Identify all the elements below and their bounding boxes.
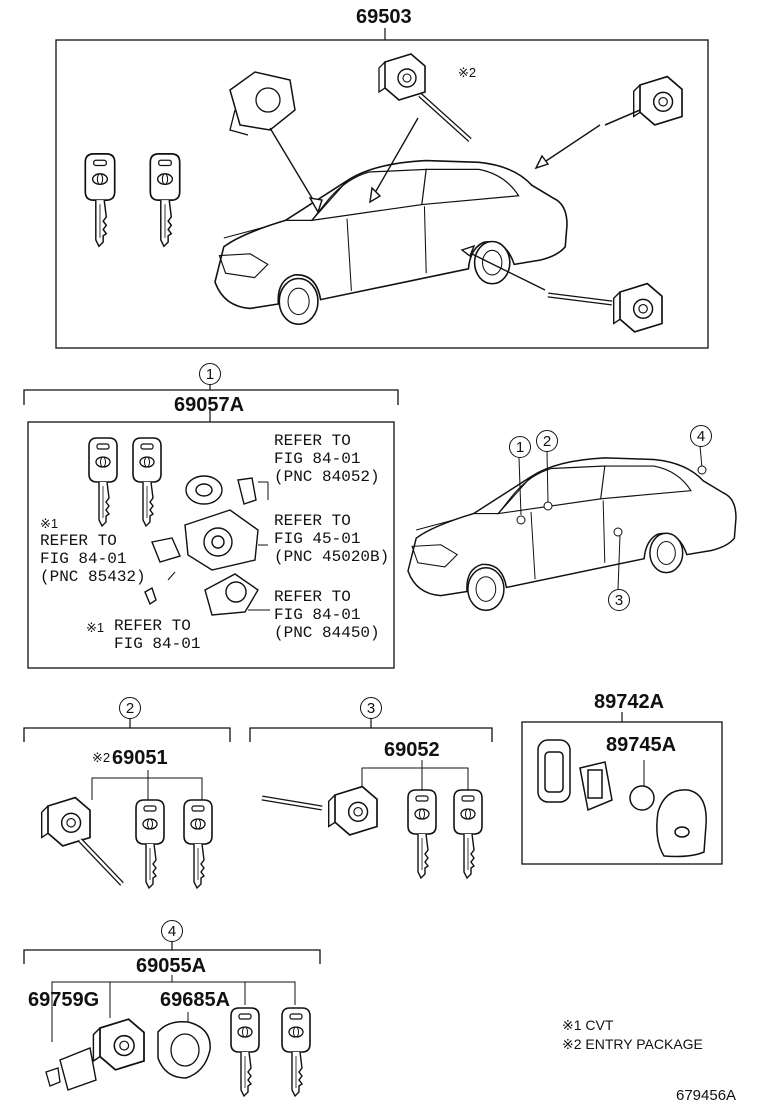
g4-trunk-cylinder <box>45 1018 145 1091</box>
ignition-switch-assembly <box>229 71 296 136</box>
car-callout-2: 2 <box>536 430 558 452</box>
g2-key-2 <box>183 799 213 889</box>
trunk-lock-cylinder <box>604 75 683 126</box>
group1-ref-85432[interactable]: REFER TO FIG 84-01 (PNC 85432) <box>40 532 146 586</box>
group3-part-number[interactable]: 69052 <box>384 739 440 761</box>
group1-ref-85432-mark: ※1 <box>40 516 59 531</box>
figure-id: 679456A <box>676 1087 737 1104</box>
group1-ref-45020b[interactable]: REFER TO FIG 45-01 (PNC 45020B) <box>274 512 390 566</box>
group2-entry-mark: ※2 <box>92 750 111 765</box>
g3-door-cylinder <box>261 785 378 836</box>
g3-key-2 <box>453 789 483 879</box>
g3-key-1 <box>407 789 437 879</box>
note-cvt: ※1 CVT <box>562 1017 614 1033</box>
callout-arrows <box>269 117 601 291</box>
group1-callout: 1 <box>199 363 221 385</box>
group1-ref-84450[interactable]: REFER TO FIG 84-01 (PNC 84450) <box>274 588 380 642</box>
car-callout-4: 4 <box>690 425 712 447</box>
g1-key-1 <box>88 437 118 527</box>
group4-part-number[interactable]: 69055A <box>136 955 207 977</box>
group1-ref-84052[interactable]: REFER TO FIG 84-01 (PNC 84052) <box>274 432 380 486</box>
group1-ref-cvt-mark: ※1 <box>86 620 105 635</box>
remote-part-number[interactable]: 89742A <box>594 691 665 713</box>
group4-sub-part-69759g[interactable]: 69759G <box>28 989 100 1011</box>
group1-ref-cvt[interactable]: REFER TO FIG 84-01 <box>114 617 201 653</box>
g2-door-cylinder <box>40 796 124 886</box>
door-lock-cylinder-right <box>547 282 663 333</box>
group4-sub-part-69685a[interactable]: 69685A <box>160 989 231 1011</box>
g1-leader-lines <box>167 481 270 611</box>
group2-part-number[interactable]: 69051 <box>112 747 168 769</box>
car-callout-1: 1 <box>509 436 531 458</box>
top-car-illustration <box>214 159 568 326</box>
main-part-number[interactable]: 69503 <box>356 6 412 28</box>
top-key-2 <box>149 153 181 248</box>
group1-part-number[interactable]: 69057A <box>174 394 245 416</box>
group3-callout: 3 <box>360 697 382 719</box>
g4-key-2 <box>281 1007 311 1097</box>
note-entry-package: ※2 ENTRY PACKAGE <box>562 1036 703 1052</box>
g2-key-1 <box>135 799 165 889</box>
car-callout-leaders <box>516 445 707 591</box>
g1-key-2 <box>132 437 162 527</box>
group4-callout: 4 <box>161 920 183 942</box>
g4-key-1 <box>230 1007 260 1097</box>
door-lock-cylinder-top <box>378 53 472 142</box>
g4-bracket <box>157 1020 211 1079</box>
car-callout-3: 3 <box>608 589 630 611</box>
remote-fob-parts <box>537 739 707 858</box>
callout-car-illustration <box>407 457 737 612</box>
g1-ignition-parts <box>144 475 259 616</box>
entry-package-mark: ※2 <box>458 65 477 80</box>
group2-callout: 2 <box>119 697 141 719</box>
remote-sub-part-number[interactable]: 89745A <box>606 734 677 756</box>
top-key-1 <box>84 153 116 248</box>
